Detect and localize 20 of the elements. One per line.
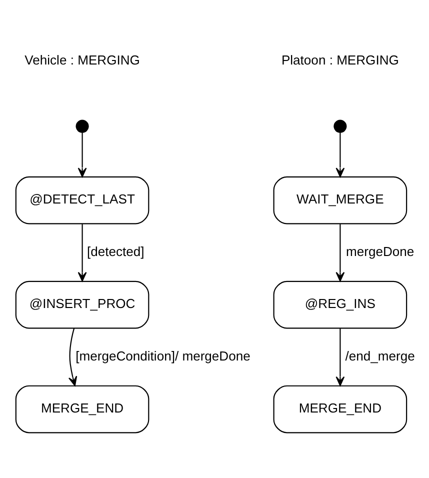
node-box: @REG_INS	[273, 280, 408, 328]
label: Vehicle : MERGING	[24, 52, 140, 67]
arrow	[336, 224, 345, 282]
node-circle	[334, 119, 347, 132]
node-box: WAIT_MERGE	[273, 176, 408, 224]
arrow	[78, 224, 87, 282]
edge-label: [detected]	[86, 243, 144, 258]
node-box: MERGE_END	[273, 384, 408, 433]
label: Platoon : MERGING	[281, 52, 399, 67]
arrow	[336, 328, 345, 386]
edge-label: [mergeCondition]/ mergeDone	[76, 348, 250, 363]
node-box: @INSERT_PROC	[15, 280, 150, 328]
node-box: @DETECT_LAST	[15, 176, 150, 224]
edge-label: mergeDone	[346, 243, 414, 258]
arrow	[336, 132, 345, 177]
arrow	[78, 132, 87, 177]
arrow	[68, 328, 78, 386]
node-circle	[76, 119, 89, 132]
edge-label: /end_merge	[345, 348, 415, 363]
node-box: MERGE_END	[15, 384, 150, 433]
